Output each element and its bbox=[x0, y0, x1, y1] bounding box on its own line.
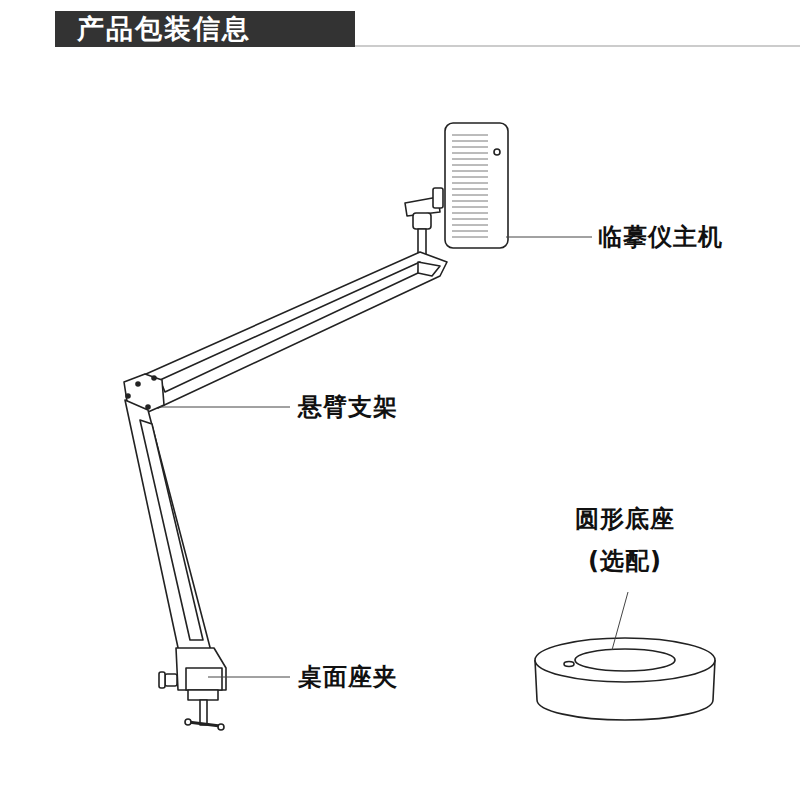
part-label: 悬臂支架 bbox=[298, 388, 398, 426]
desk-clamp bbox=[176, 648, 226, 690]
clamp-screw-knob bbox=[165, 674, 177, 686]
lower-arm bbox=[125, 400, 212, 657]
title-bar: 产品包装信息 bbox=[55, 11, 355, 47]
header-rule bbox=[355, 45, 800, 47]
tracer-unit bbox=[445, 123, 508, 248]
part-label: 临摹仪主机 bbox=[598, 218, 723, 256]
title: 产品包装信息 bbox=[55, 11, 355, 47]
upper-arm bbox=[128, 252, 447, 408]
part-label: 桌面座夹 bbox=[298, 658, 398, 696]
unit-button bbox=[494, 149, 500, 155]
part-label: 圆形底座 (选配) bbox=[560, 498, 690, 582]
leader-lines bbox=[160, 237, 628, 677]
